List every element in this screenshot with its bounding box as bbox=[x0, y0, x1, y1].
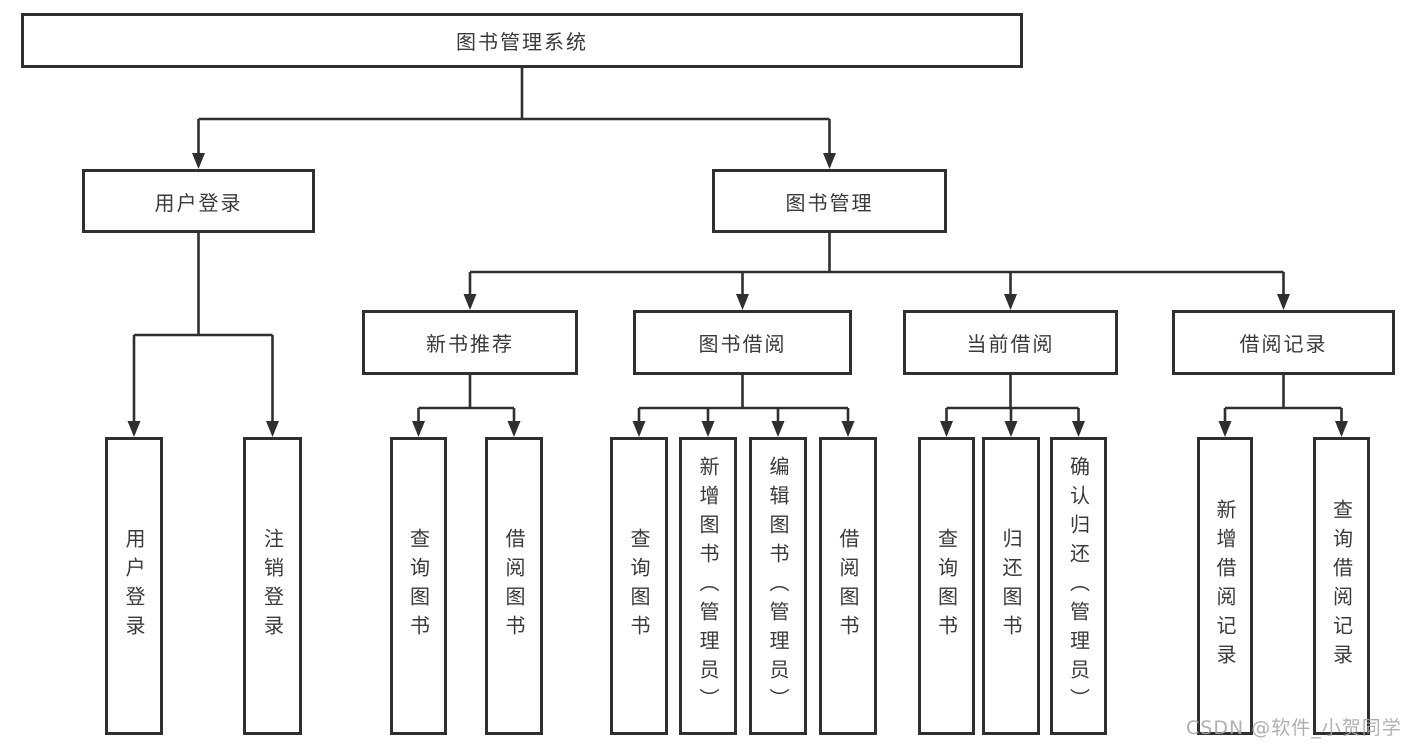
leaf-label: 注销登录 bbox=[260, 528, 285, 644]
arrowhead-icon bbox=[1004, 294, 1017, 310]
leaf-query-books-borrow: 查询图书 bbox=[610, 437, 668, 735]
node-borrowing-records: 借阅记录 bbox=[1172, 310, 1395, 375]
arrowhead-icon bbox=[266, 421, 279, 437]
leaf-add-borrow-record: 新增借阅记录 bbox=[1197, 437, 1253, 735]
leaf-label: 编辑图书（管理员） bbox=[766, 455, 790, 717]
arrowhead-icon bbox=[701, 421, 715, 437]
leaf-label: 用户登录 bbox=[122, 528, 146, 644]
leaf-label: 归还图书 bbox=[999, 528, 1023, 644]
arrowhead-icon bbox=[841, 421, 855, 437]
connector-current-borrow-to-leaves bbox=[940, 375, 1085, 437]
leaf-label: 查询图书 bbox=[934, 528, 959, 644]
leaf-query-books-new: 查询图书 bbox=[390, 437, 447, 735]
arrowhead-icon bbox=[1072, 421, 1085, 437]
leaf-confirm-return-admin: 确认归还（管理员） bbox=[1050, 437, 1107, 735]
leaf-query-borrow-record: 查询借阅记录 bbox=[1313, 437, 1370, 735]
connector-borrow-records-to-leaves bbox=[1218, 375, 1348, 437]
node-book-management: 图书管理 bbox=[712, 169, 947, 233]
connector-book-borrow-to-leaves bbox=[632, 375, 855, 437]
arrowhead-icon bbox=[940, 421, 953, 437]
leaf-edit-books-admin: 编辑图书（管理员） bbox=[749, 437, 807, 735]
arrowhead-icon bbox=[771, 421, 785, 437]
leaf-label: 确认归还（管理员） bbox=[1066, 455, 1091, 717]
csdn-watermark: CSDN @软件_小贺同学 bbox=[1186, 717, 1402, 739]
arrowhead-icon bbox=[127, 421, 141, 437]
leaf-logout: 注销登录 bbox=[243, 437, 302, 735]
node-root-library-management-system: 图书管理系统 bbox=[21, 13, 1023, 68]
node-user-login: 用户登录 bbox=[82, 169, 315, 233]
leaf-user-login: 用户登录 bbox=[105, 437, 163, 735]
node-new-book-recommendation: 新书推荐 bbox=[362, 310, 578, 375]
leaf-return-books: 归还图书 bbox=[982, 437, 1040, 735]
node-book-borrowing: 图书借阅 bbox=[633, 310, 852, 375]
arrowhead-icon bbox=[412, 421, 425, 437]
leaf-label: 借阅图书 bbox=[502, 528, 526, 644]
arrowhead-icon bbox=[1218, 421, 1232, 437]
arrowhead-icon bbox=[823, 153, 836, 169]
leaf-label: 新增借阅记录 bbox=[1213, 499, 1237, 673]
leaf-label: 查询图书 bbox=[627, 528, 651, 644]
leaf-label: 借阅图书 bbox=[836, 528, 860, 644]
arrowhead-icon bbox=[1004, 421, 1018, 437]
connector-book-management-to-level3 bbox=[463, 232, 1290, 310]
arrowhead-icon bbox=[192, 153, 205, 169]
arrowhead-icon bbox=[632, 421, 646, 437]
leaf-borrow-books-new: 借阅图书 bbox=[485, 437, 543, 735]
node-current-borrowing: 当前借阅 bbox=[903, 310, 1118, 375]
leaf-label: 新增图书（管理员） bbox=[696, 455, 720, 717]
leaf-label: 查询借阅记录 bbox=[1329, 499, 1354, 673]
connector-new-book-to-leaves bbox=[412, 375, 521, 437]
leaf-borrow-books: 借阅图书 bbox=[819, 437, 877, 735]
arrowhead-icon bbox=[1335, 421, 1348, 437]
arrowhead-icon bbox=[463, 294, 477, 310]
arrowhead-icon bbox=[507, 421, 521, 437]
arrowhead-icon bbox=[736, 294, 749, 310]
arrowhead-icon bbox=[1277, 294, 1290, 310]
leaf-query-books-current: 查询图书 bbox=[918, 437, 975, 735]
connector-user-login-to-leaves bbox=[127, 233, 279, 437]
leaf-label: 查询图书 bbox=[406, 528, 431, 644]
leaf-add-books-admin: 新增图书（管理员） bbox=[679, 437, 737, 735]
connector-root-to-level2 bbox=[192, 68, 836, 169]
